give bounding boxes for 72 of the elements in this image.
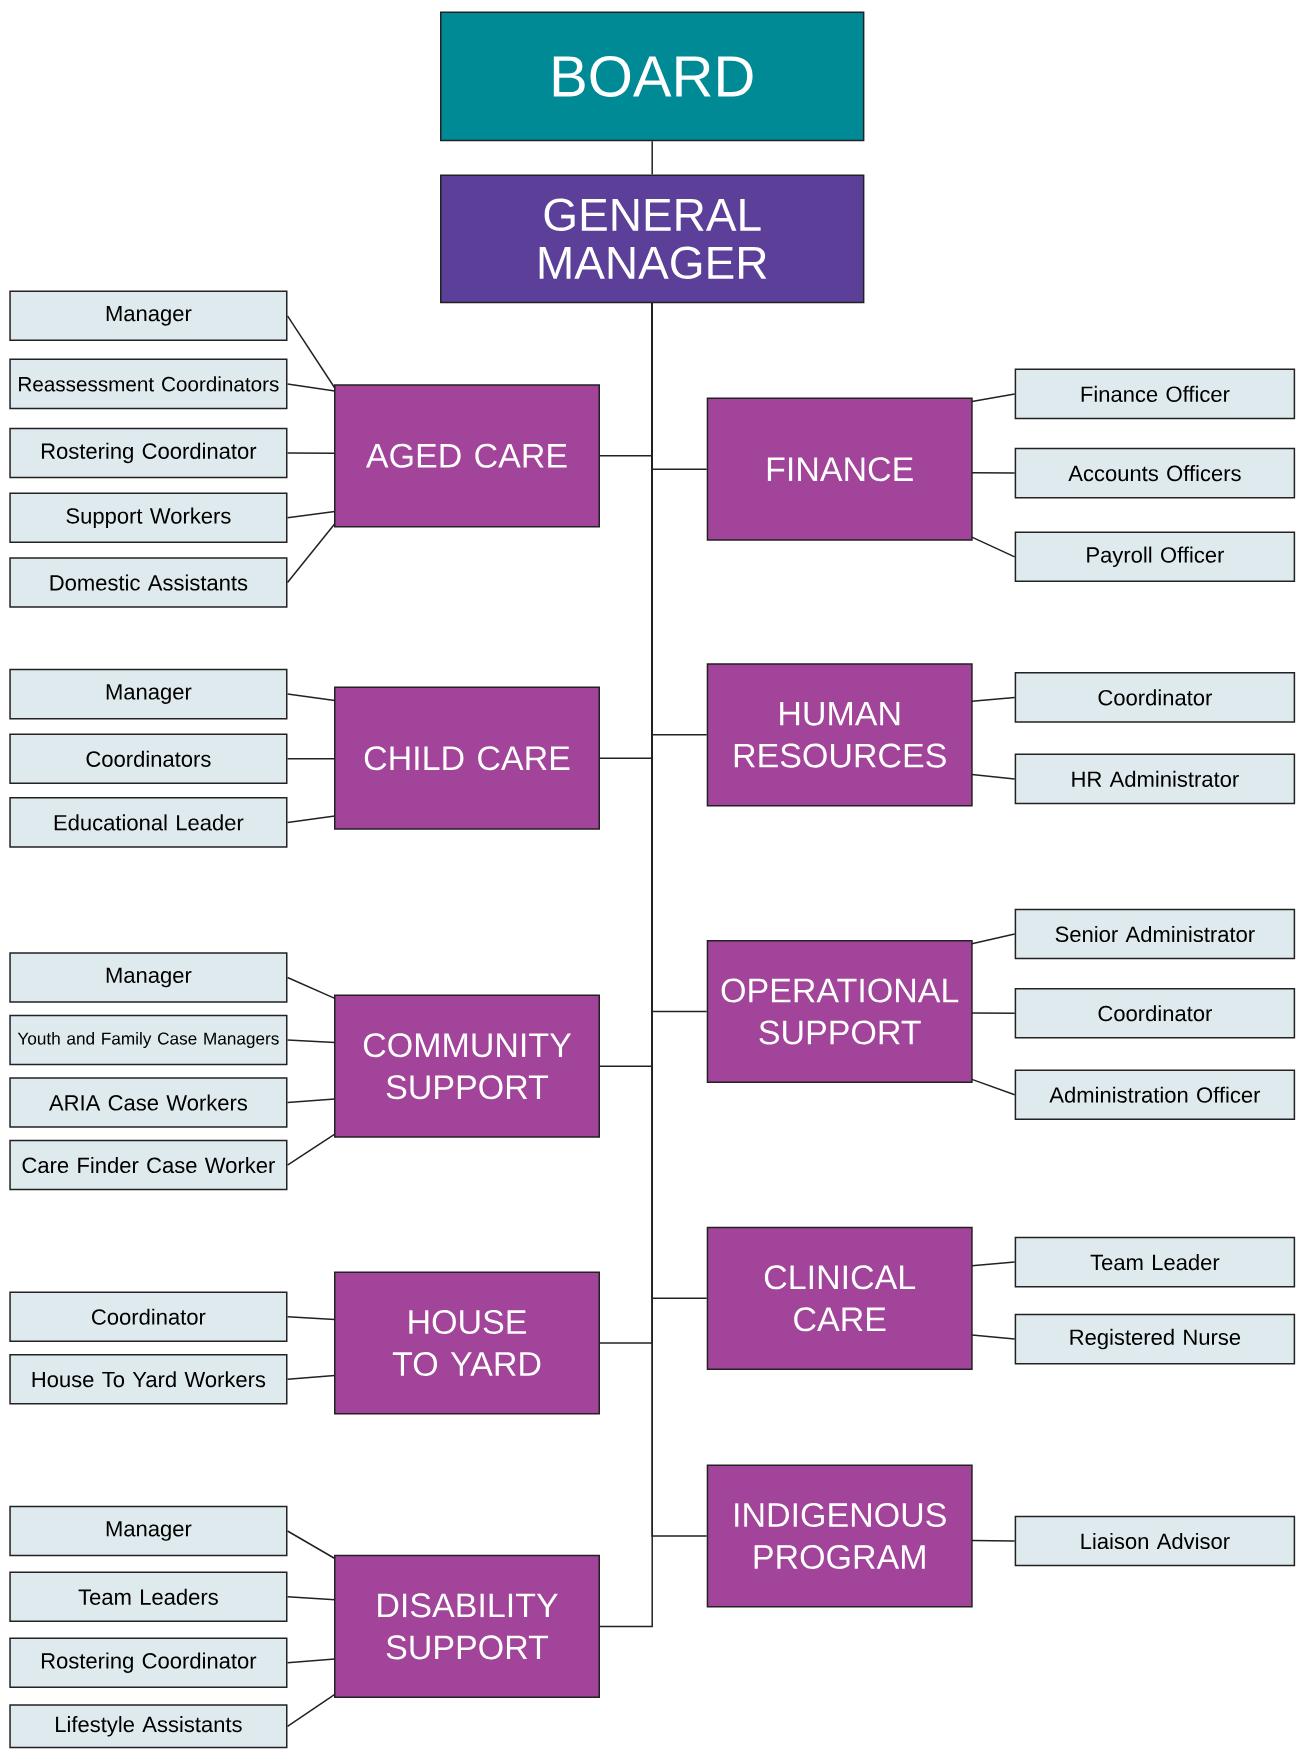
connector-line — [286, 383, 336, 392]
department-box: COMMUNITY SUPPORT — [334, 994, 600, 1138]
connector-line — [286, 510, 336, 519]
role-box: Domestic Assistants — [9, 557, 288, 608]
role-box: Team Leader — [1014, 1236, 1296, 1288]
role-box: Manager — [9, 1505, 288, 1557]
role-box: Rostering Coordinator — [9, 1637, 288, 1688]
connector-line — [286, 315, 336, 389]
connector-line — [971, 1078, 1016, 1096]
connector-line — [971, 696, 1016, 702]
role-box: Coordinator — [9, 1291, 288, 1342]
role-box: Support Workers — [9, 492, 288, 544]
role-box: Liaison Advisor — [1014, 1515, 1296, 1567]
role-box: Educational Leader — [9, 797, 288, 848]
department-box: OPERATIONAL SUPPORT — [706, 939, 973, 1084]
role-box: HR Administrator — [1014, 753, 1296, 805]
connector-line — [286, 976, 336, 1000]
role-box: Care Finder Case Worker — [9, 1139, 288, 1191]
connector-line — [971, 1012, 1016, 1014]
connector-line — [651, 302, 708, 1537]
connector-line — [971, 536, 1016, 558]
department-box: INDIGENOUS PROGRAM — [706, 1464, 973, 1608]
role-box: Rostering Coordinator — [9, 427, 288, 479]
connector-line — [971, 933, 1016, 945]
connector-line — [971, 773, 1016, 780]
role-box: Accounts Officers — [1014, 447, 1296, 499]
connector-line — [971, 471, 1016, 474]
role-box: Registered Nurse — [1014, 1313, 1296, 1365]
connector-line — [286, 1530, 336, 1560]
role-box: House To Yard Workers — [9, 1353, 288, 1405]
role-box: Manager — [9, 290, 288, 342]
department-box: AGED CARE — [334, 384, 600, 528]
connector-line — [286, 1133, 336, 1166]
connector-line — [286, 1693, 336, 1728]
role-box: Manager — [9, 668, 288, 720]
connector-line — [286, 1658, 336, 1664]
connector-line — [286, 1596, 336, 1601]
role-box: Team Leaders — [9, 1571, 288, 1623]
connector-line — [286, 1039, 336, 1044]
connector-line — [286, 815, 336, 824]
connector-line — [971, 1334, 1016, 1340]
connector-line — [286, 1098, 336, 1104]
connector-line — [286, 1315, 336, 1321]
connector-line — [286, 1374, 336, 1380]
role-box: Manager — [9, 952, 288, 1003]
role-box: Reassessment Coordinators — [9, 358, 288, 410]
role-box: Coordinator — [1014, 987, 1296, 1039]
role-box: Senior Administrator — [1014, 908, 1296, 960]
connector-line — [286, 693, 336, 702]
role-box: Finance Officer — [1014, 368, 1296, 420]
connector-line — [286, 757, 336, 760]
department-box: CLINICAL CARE — [706, 1226, 973, 1370]
board-box: BOARD — [440, 11, 865, 142]
department-box: HOUSE TO YARD — [334, 1271, 600, 1415]
role-box: Coordinators — [9, 733, 288, 785]
department-box: FINANCE — [706, 397, 973, 541]
department-box: CHILD CARE — [334, 686, 600, 830]
department-box: HUMAN RESOURCES — [706, 663, 973, 807]
role-box: Payroll Officer — [1014, 531, 1296, 583]
connector-line — [971, 393, 1016, 403]
connector-line — [971, 1539, 1016, 1542]
role-box: ARIA Case Workers — [9, 1077, 288, 1128]
role-box: Lifestyle Assistants — [9, 1704, 288, 1749]
role-box: Administration Officer — [1014, 1069, 1296, 1120]
connector-line — [971, 1261, 1016, 1267]
role-box: Youth and Family Case Managers — [9, 1014, 288, 1066]
manager-box: GENERAL MANAGER — [440, 174, 865, 304]
role-box: Coordinator — [1014, 672, 1296, 723]
connector-line — [286, 452, 336, 455]
connector-line — [286, 522, 336, 584]
department-box: DISABILITY SUPPORT — [334, 1554, 600, 1698]
connector-line — [651, 140, 653, 176]
